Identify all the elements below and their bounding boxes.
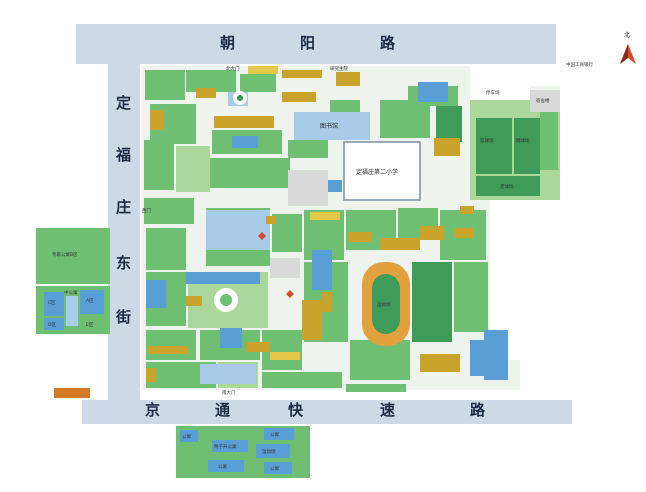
west-road-char-1: 福: [115, 146, 131, 164]
top-right-label: 中国工商银行: [566, 61, 593, 68]
mid-blue-3: [146, 280, 166, 308]
east-field-3: [476, 176, 540, 196]
south-residential: [176, 426, 310, 478]
apartment-yard-label: 中公寓: [64, 289, 78, 296]
residential-label-1: 公寓: [182, 433, 191, 440]
east-blue-tower-2: [470, 340, 486, 376]
east-stadium-label-2: 网球场: [516, 137, 530, 144]
apartment-c-label: C区: [48, 300, 56, 306]
library-building: [294, 112, 370, 140]
east-blue-tower: [484, 330, 508, 380]
residential-label-2: 公寓: [270, 431, 279, 438]
apartment-west-label: 专家公寓B区: [52, 251, 78, 258]
apartment-a-label: A区: [86, 298, 94, 304]
west-road-char-2: 庄: [116, 198, 131, 216]
south-road-char-3: 速: [380, 401, 395, 419]
apartment-d-label: D区: [48, 322, 56, 328]
west-road-char-3: 东: [116, 254, 131, 272]
east-dorm: [530, 90, 560, 112]
west-road: [108, 64, 140, 404]
west-road-char-0: 定: [116, 94, 131, 112]
stadium-label: 运动场: [377, 301, 391, 308]
south-road-char-1: 通: [215, 401, 230, 419]
south-road-char-4: 路: [470, 401, 486, 419]
residential-label-5: 公寓: [218, 463, 227, 470]
stadium: [362, 262, 410, 346]
east-field-2: [514, 118, 540, 174]
apartment-e-label: E区: [86, 322, 94, 328]
north-blue-block: [232, 136, 258, 148]
south-road: [82, 400, 572, 424]
library-label: 图书馆: [320, 122, 338, 130]
top-office-label: 研究生院: [330, 65, 348, 72]
south-road-char-0: 京: [145, 401, 160, 419]
main-teaching-building: [206, 210, 270, 250]
north-gate-label: 北大门: [226, 65, 240, 72]
east-parking-label: 停车场: [486, 89, 500, 96]
residential-label-4: 运动场: [262, 448, 276, 455]
school-label: 定福庄第二小学: [356, 168, 398, 176]
east-field-1: [476, 118, 512, 174]
center-blue-block: [186, 272, 260, 284]
east-parking-lot: [470, 82, 530, 100]
east-dorm-label: 宿舍楼: [536, 97, 550, 104]
compass-label: 北: [624, 31, 630, 39]
west-road-char-4: 街: [115, 308, 131, 326]
residential-label-3: 附子升公寓: [214, 443, 237, 450]
building-marker-icon: [258, 232, 294, 298]
south-pool: [200, 364, 256, 384]
west-gate-label: 西门: [142, 207, 151, 214]
north-road-char-2: 路: [380, 34, 396, 52]
residential-label-6: 公寓: [270, 465, 279, 472]
west-apartments: [36, 228, 110, 334]
primary-school: [343, 141, 421, 201]
east-field-4: [540, 112, 558, 170]
plazas: [214, 91, 328, 312]
north-road: [76, 24, 556, 64]
center-blue-hall: [220, 328, 242, 348]
mid-blue-2: [312, 250, 332, 290]
east-stadium-label-1: 篮球场: [480, 137, 494, 144]
south-gate-label: 南大门: [222, 389, 236, 396]
north-road-char-1: 阳: [300, 34, 315, 52]
north-road-char-0: 朝: [220, 34, 235, 52]
south-road-char-2: 快: [288, 401, 304, 419]
north-arrow-icon: [620, 44, 636, 64]
northeast-blue: [418, 82, 448, 102]
east-stadium-label-3: 足球场: [500, 183, 514, 190]
